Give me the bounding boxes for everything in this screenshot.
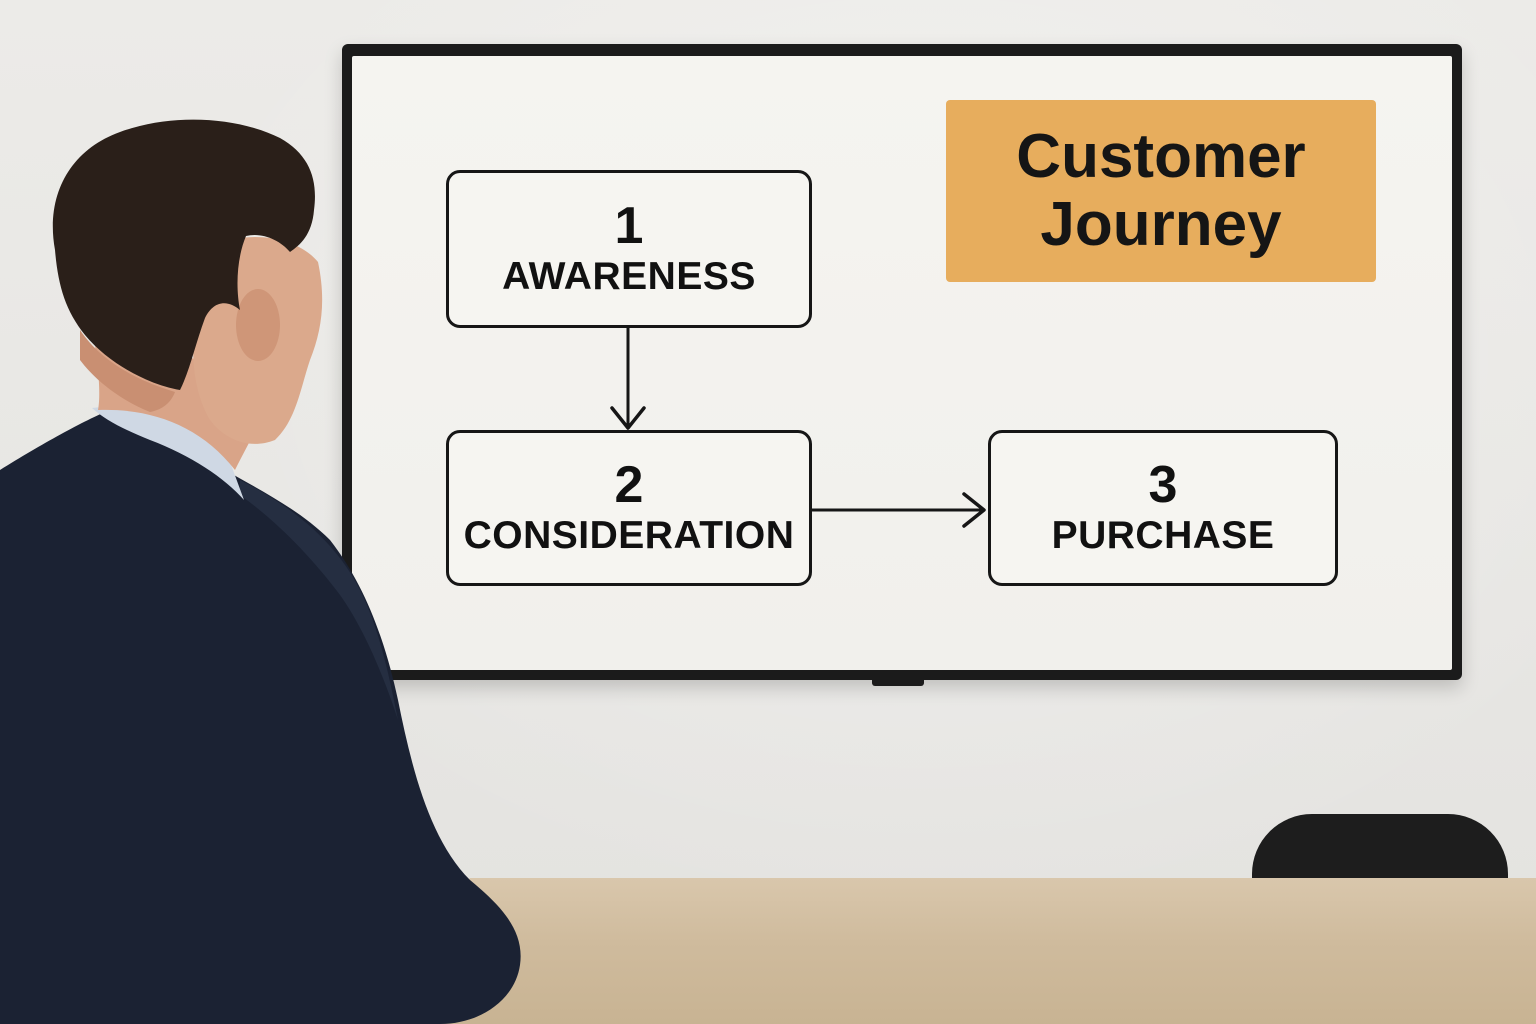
title-line: Journey	[1040, 190, 1282, 259]
step-label: PURCHASE	[1051, 513, 1275, 557]
step-box-purchase: 3 PURCHASE	[988, 430, 1338, 586]
step-box-consideration: 2 CONSIDERATION	[446, 430, 812, 586]
ear	[236, 289, 280, 361]
tv-stand-foot	[872, 678, 924, 686]
hair	[52, 119, 315, 391]
step-label: CONSIDERATION	[463, 513, 795, 557]
arrowhead-down	[610, 406, 646, 430]
shirt-collar	[92, 406, 244, 500]
tv-screen: 1 AWARENESS 2 CONSIDERATION 3 PURCHASE C…	[352, 56, 1452, 670]
step-label: AWARENESS	[502, 254, 756, 298]
title-line: Customer	[1016, 121, 1306, 191]
step-box-awareness: 1 AWARENESS	[446, 170, 812, 328]
arrowhead-right	[962, 492, 986, 528]
suit-jacket	[0, 410, 521, 1024]
head-back-skin	[80, 330, 175, 412]
step-number: 3	[1148, 455, 1178, 514]
suit-shoulder-highlight	[240, 480, 398, 720]
meeting-table	[320, 878, 1536, 1024]
title-card: Customer Journey	[946, 100, 1376, 282]
step-number: 1	[614, 196, 644, 255]
step-number: 2	[614, 455, 644, 514]
flow-arrows	[610, 328, 986, 528]
